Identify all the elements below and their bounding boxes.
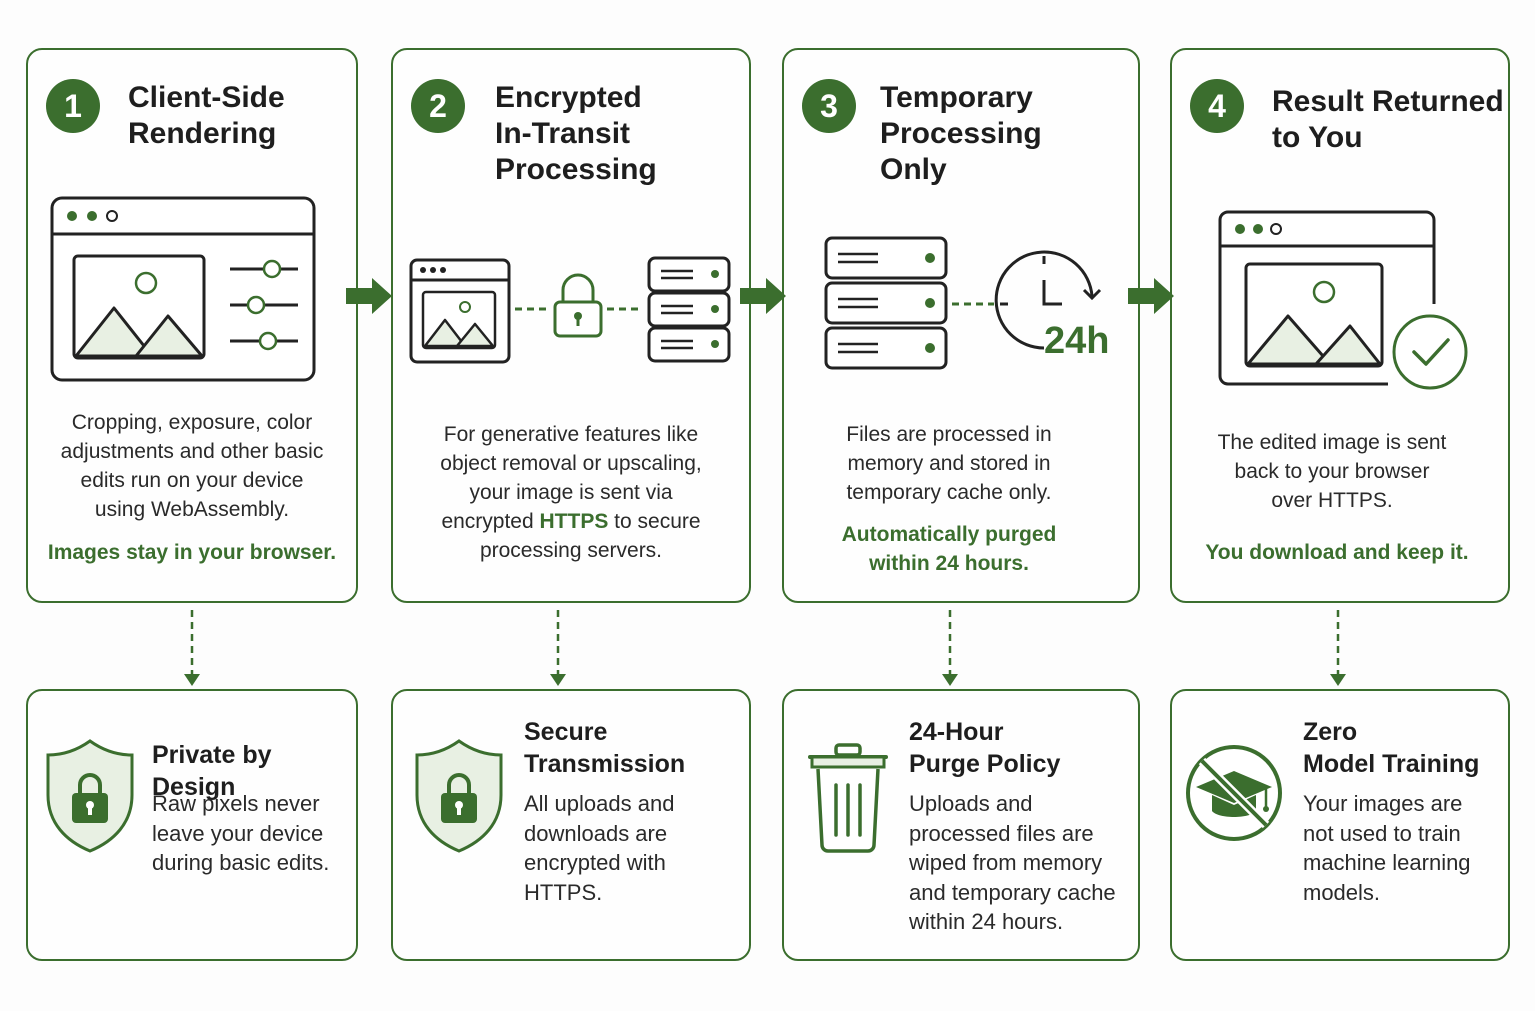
benefit-title: Secure Transmission — [524, 718, 686, 778]
benefit-title: Private by Design — [152, 741, 272, 801]
dashed-arrow-down-icon — [550, 610, 566, 686]
step-title: Result Returned to You — [1272, 85, 1504, 154]
benefit-card-secure: Secure Transmission All uploads and down… — [391, 689, 751, 961]
step-number-badge: 2 — [411, 79, 465, 133]
server-timer-illustration — [824, 236, 1102, 370]
step-card-2: 2 Encrypted In-Transit Processing For ge… — [391, 48, 751, 603]
step-highlight: Images stay in your browser. — [47, 541, 337, 564]
step-number-badge: 3 — [802, 79, 856, 133]
benefit-description: Your images are not used to train machin… — [1303, 791, 1471, 905]
step-title: Encrypted In-Transit Processing — [495, 81, 657, 186]
benefit-description: Uploads and processed files are wiped fr… — [909, 791, 1116, 934]
no-model-training-icon — [1186, 745, 1282, 841]
description-text-after: to secure processing servers. — [479, 510, 701, 562]
shield-lock-icon — [415, 739, 503, 853]
benefit-description: All uploads and downloads are encrypted … — [524, 791, 675, 905]
step-description: Cropping, exposure, color adjustments an… — [60, 411, 324, 521]
flow-arrow-right-icon — [1128, 278, 1174, 314]
trash-can-icon — [808, 743, 888, 853]
step-description: Files are processed in memory and stored… — [846, 423, 1052, 504]
step-description: For generative features like object remo… — [393, 420, 749, 565]
step-highlight: Automatically purged within 24 hours. — [841, 523, 1057, 575]
dashed-arrow-down-icon — [184, 610, 200, 686]
dashed-arrow-down-icon — [1330, 610, 1346, 686]
dashed-arrow-down-icon — [942, 610, 958, 686]
benefit-description: Raw pixels never leave your device durin… — [152, 791, 330, 875]
shield-lock-icon — [46, 739, 134, 853]
step-title: Client-Side Rendering — [128, 81, 285, 150]
step-title: Temporary Processing Only — [880, 81, 1042, 186]
browser-editor-illustration — [50, 196, 316, 382]
benefit-card-private: Private by Design Raw pixels never leave… — [26, 689, 358, 961]
description-text-before: For generative features like object remo… — [440, 423, 702, 533]
step-description: The edited image is sent back to your br… — [1217, 431, 1447, 512]
timer-label: 24h — [1044, 320, 1110, 362]
encrypted-transfer-illustration — [409, 256, 731, 364]
step-highlight: You download and keep it. — [1205, 541, 1469, 564]
step-card-4: 4 Result Returned to You The edited imag… — [1170, 48, 1510, 603]
https-highlight: HTTPS — [539, 510, 609, 533]
benefit-card-purge: 24-Hour Purge Policy Uploads and process… — [782, 689, 1140, 961]
browser-result-illustration — [1218, 210, 1468, 390]
flow-arrow-right-icon — [346, 278, 392, 314]
step-card-1: 1 Client-Side Rendering Cropping, exposu… — [26, 48, 358, 603]
benefit-title: Zero Model Training — [1303, 718, 1480, 778]
benefit-title: 24-Hour Purge Policy — [909, 718, 1061, 778]
step-number-badge: 1 — [46, 79, 100, 133]
step-card-3: 3 Temporary Processing Only 24h Files ar… — [782, 48, 1140, 603]
benefit-card-no-training: Zero Model Training Your images are not … — [1170, 689, 1510, 961]
step-number-badge: 4 — [1190, 79, 1244, 133]
flow-arrow-right-icon — [740, 278, 786, 314]
